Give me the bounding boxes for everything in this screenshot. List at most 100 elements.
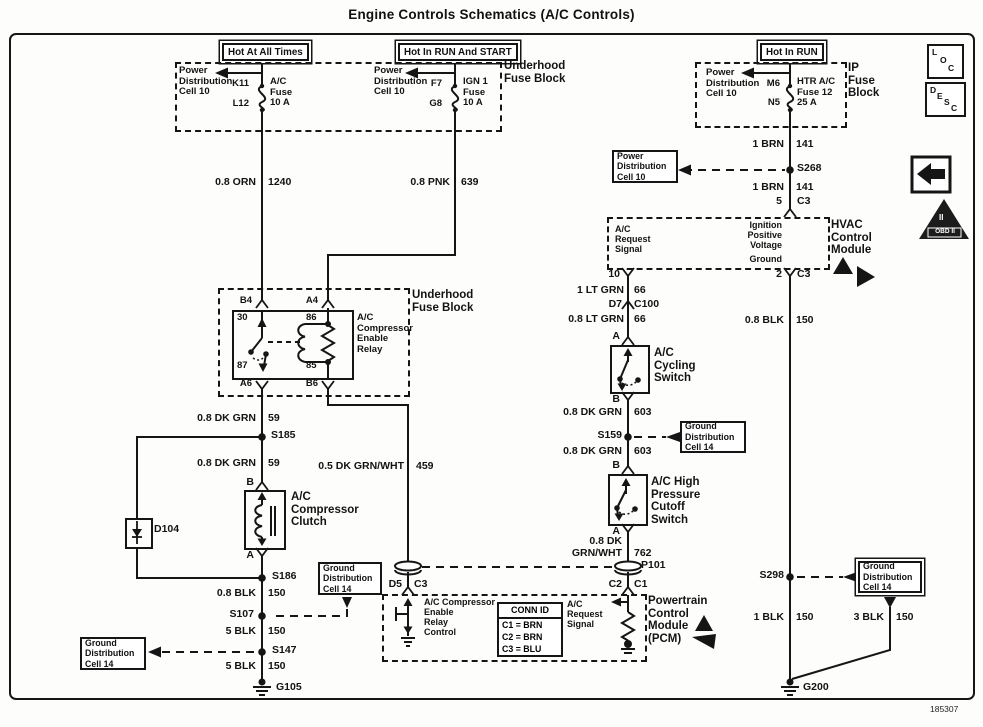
- cycling-pin-b: B: [612, 393, 620, 405]
- connector-c100: C100: [634, 298, 660, 310]
- splice-s159: S159: [597, 429, 622, 441]
- wire-blk1-gauge: 1 BLK: [753, 611, 784, 623]
- conn-id-row-c1: C1 = BRN: [502, 620, 543, 630]
- desc-letter-s: S: [944, 97, 950, 107]
- conn-id-row-c3: C3 = BLU: [502, 644, 542, 654]
- s185-dot: [258, 433, 266, 441]
- underhood-fuse-block-top-box: [175, 62, 502, 132]
- hvac-pin10-chevron: [621, 267, 635, 278]
- g105-ground-symbol: [253, 678, 271, 696]
- wire-blk08-right-circuit: 150: [796, 314, 814, 326]
- wire-459-circuit: 459: [416, 460, 434, 472]
- pin-b4-chevron: [255, 298, 269, 309]
- s107-ref-line: [276, 608, 348, 617]
- diode-symbol: [132, 521, 142, 544]
- wire-orn-circuit: 1240: [268, 176, 292, 188]
- wire-brn-a-circuit: 141: [796, 138, 814, 150]
- loc-letter-l: L: [932, 47, 938, 57]
- wire-blk3-circuit: 150: [896, 611, 914, 623]
- cutoff-switch-box: [608, 474, 648, 526]
- pin-b6-chevron: [321, 380, 335, 391]
- wire-brn-b-gauge: 1 BRN: [752, 181, 784, 193]
- p101-grommet: [614, 560, 642, 572]
- diode-branch-wire: [136, 436, 262, 518]
- relay-t87: 87: [237, 360, 248, 371]
- connector-pin-chevrons: [255, 207, 797, 596]
- power-dist-ref-box: Power Distribution Cell 10: [612, 150, 678, 183]
- loc-icon[interactable]: L O C: [927, 44, 964, 79]
- wire-dkgrn59-b-gauge: 0.8 DK GRN: [197, 457, 256, 469]
- hot-at-all-times-banner: Hot At All Times: [222, 43, 309, 61]
- wire-dkgrn59-b-circuit: 59: [268, 457, 280, 469]
- ground-g105: G105: [276, 681, 302, 693]
- gnd-dist-s147-ref-box: Ground Distribution Cell 14: [80, 637, 146, 670]
- underhood-fuse-block-label-top: Underhood Fuse Block: [504, 60, 566, 85]
- grommet-symbols: [394, 560, 642, 576]
- relay-t85: 85: [306, 360, 317, 371]
- htr-fuse-pin-top: M6: [766, 78, 780, 89]
- underhood-fuse-block-relay-box: [218, 288, 410, 397]
- ip-power-dist-ref: Power Distribution Cell 10: [706, 67, 760, 100]
- ground-symbols: [253, 678, 799, 696]
- pcm-esd-icon: [692, 615, 716, 649]
- wire-459-run: [327, 389, 409, 562]
- hvac-esd-icon: [833, 257, 875, 287]
- pcm-request-internals: [611, 595, 636, 654]
- wire-3blk-run: [791, 607, 891, 680]
- cutoff-b-chevron: [621, 464, 635, 475]
- pcm-module-label: Powertrain Control Module (PCM): [648, 595, 708, 645]
- hvac-request-label: A/C Request Signal: [615, 224, 651, 255]
- wire-blk5-b-gauge: 5 BLK: [225, 660, 256, 672]
- hvac-c3-bot: C3: [797, 268, 811, 280]
- wire-dkgrn603-a-gauge: 0.8 DK GRN: [563, 406, 622, 418]
- wire-blk08-right-gauge: 0.8 BLK: [744, 314, 784, 326]
- diode-d104-label: D104: [154, 523, 180, 535]
- pcm-d5-chevron: [401, 585, 415, 596]
- clutch-pin-a: A: [246, 549, 254, 561]
- relay-box: [232, 310, 354, 380]
- wire-459-gauge: 0.5 DK GRN/WHT: [318, 460, 404, 472]
- desc-icon[interactable]: D E S C: [925, 82, 966, 117]
- clutch-a-chevron: [255, 547, 269, 558]
- relay-name-label: A/C Compressor Enable Relay: [357, 312, 413, 355]
- cycling-a-chevron: [621, 335, 635, 346]
- relay-coil: [297, 323, 306, 363]
- cycling-pin-a: A: [612, 330, 620, 342]
- desc-letter-d: D: [930, 85, 937, 95]
- ip-fuse-block-label: IP Fuse Block: [848, 62, 880, 100]
- pcm-driver-internals: [395, 598, 415, 647]
- splice-s268: S268: [797, 162, 822, 174]
- pcm-pin-d5: D5: [388, 578, 402, 590]
- wire-ltgrn-b-circuit: 66: [634, 313, 646, 325]
- back-arrow-icon[interactable]: [910, 155, 952, 194]
- pin-a6-chevron: [255, 380, 269, 391]
- wire-blk08-left-gauge: 0.8 BLK: [216, 587, 256, 599]
- reference-arrowheads: [148, 67, 896, 658]
- ground-g200: G200: [803, 681, 829, 693]
- wire-brn-a-gauge: 1 BRN: [752, 138, 784, 150]
- wire-dkgrn603-a-circuit: 603: [634, 406, 652, 418]
- s298-dot: [786, 573, 794, 581]
- hot-in-run-and-start-banner: Hot In RUN And START: [398, 43, 518, 61]
- wire-brn-b-circuit: 141: [796, 181, 814, 193]
- pcm-pin-c3: C3: [414, 578, 428, 590]
- cutoff-pin-b: B: [612, 459, 620, 471]
- relay-pin-b4: B4: [239, 295, 252, 306]
- cycling-b-chevron: [621, 391, 635, 402]
- htr-fuse-pin-bot: N5: [767, 97, 780, 108]
- s186-dot: [258, 574, 266, 582]
- cutoff-pin-a: A: [612, 525, 620, 537]
- splice-s298: S298: [759, 569, 784, 581]
- loc-letter-c: C: [948, 63, 955, 73]
- relay-resistor: [320, 324, 336, 362]
- desc-letter-c: C: [951, 103, 958, 113]
- clutch-box: [244, 490, 286, 550]
- hvac-pin2: 2: [776, 268, 782, 280]
- connector-p101: P101: [641, 559, 666, 571]
- htr-fuse-name: HTR A/C Fuse 12 25 A: [797, 76, 836, 109]
- s159-dot: [624, 433, 632, 441]
- pcm-relay-control-label: A/C Compressor Enable Relay Control: [424, 597, 496, 638]
- clutch-pin-b: B: [246, 476, 254, 488]
